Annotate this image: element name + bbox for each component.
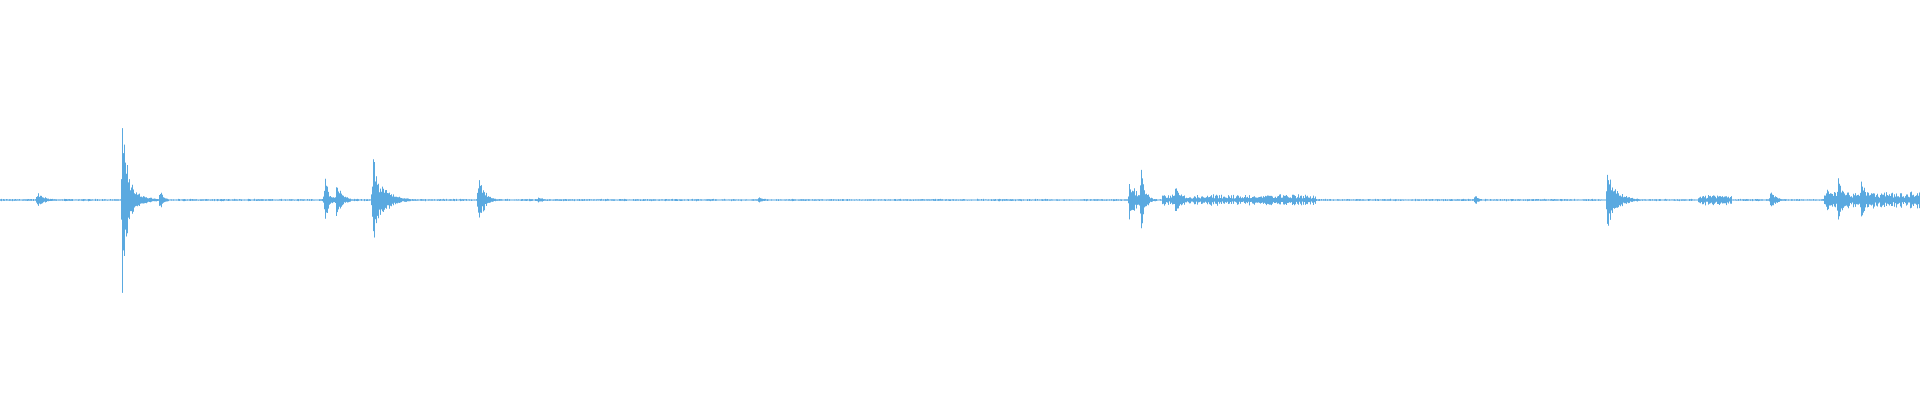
waveform-samples: [0, 128, 1920, 293]
waveform-trace: [0, 128, 1920, 293]
